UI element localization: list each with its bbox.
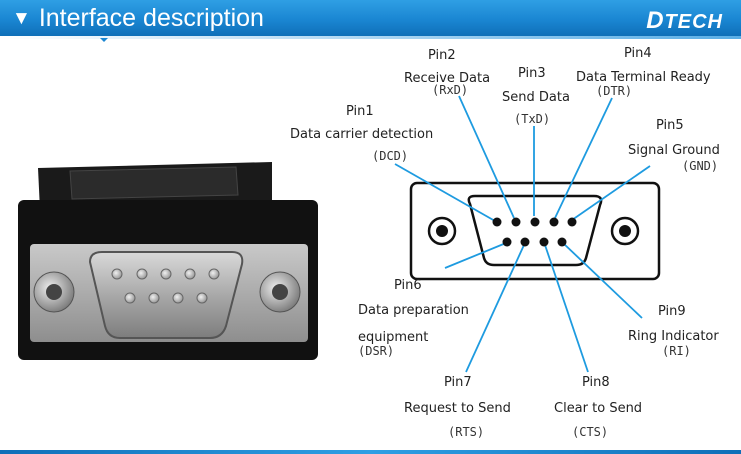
pin4-name: Data Terminal Ready: [576, 70, 711, 85]
bottom-divider: [0, 450, 741, 454]
pin2-number: Pin2: [428, 48, 456, 63]
pin8-number: Pin8: [582, 375, 610, 390]
pin7-number: Pin7: [444, 375, 472, 390]
pin3-abbr: (TxD): [514, 112, 551, 126]
pin5-name: Signal Ground: [628, 143, 720, 158]
pin6-abbr: (DSR): [358, 344, 395, 358]
pin1-abbr: (DCD): [372, 149, 409, 163]
pin4-number: Pin4: [624, 46, 652, 61]
db9-mount-hole-left: [427, 216, 457, 246]
page-title: ▼ Interface description: [12, 3, 264, 33]
leader-pin6: [444, 242, 507, 269]
pin8-abbr: (CTS): [572, 425, 609, 439]
triangle-down-icon: ▼: [12, 8, 31, 29]
adapter-photo: [18, 162, 318, 360]
pin-dot-7: [520, 237, 530, 247]
pin1-name: Data carrier detection: [290, 127, 434, 142]
pin2-name: Receive Data: [404, 71, 491, 86]
leader-pin7: [465, 244, 525, 373]
pin9-name: Ring Indicator: [628, 329, 719, 344]
pin9-abbr: (RI): [662, 344, 691, 358]
pin-dot-1: [492, 217, 502, 227]
pin3-name: Send Data: [502, 90, 570, 105]
pin-dot-6: [502, 237, 512, 247]
adapter-screw-left: [33, 271, 75, 313]
pin4-abbr: (DTR): [596, 84, 633, 98]
banner-notch: [100, 38, 108, 42]
brand-logo-initial: D: [646, 7, 665, 34]
adapter-label-strip: [69, 166, 239, 200]
db9-pin-dots: [492, 217, 577, 247]
pin6-number: Pin6: [394, 278, 422, 293]
pin-dot-3: [530, 217, 540, 227]
pin-dot-5: [567, 217, 577, 227]
db9-trapezoid-shell: [467, 194, 603, 267]
leader-pin2: [458, 95, 515, 219]
pin5-abbr: (GND): [682, 159, 719, 173]
pin6-name-line2: equipment: [358, 330, 429, 345]
pin2-abbr: (RxD): [432, 83, 469, 97]
pin1-number: Pin1: [346, 104, 374, 119]
leader-pin9: [562, 242, 643, 319]
pin3-number: Pin3: [518, 66, 546, 81]
leader-pin1: [394, 163, 496, 222]
banner-divider: [0, 36, 741, 39]
adapter-screw-right: [259, 271, 301, 313]
header-banner: ▼ Interface description DTECH: [0, 0, 741, 36]
pin6-name: Data preparation: [358, 303, 469, 318]
adapter-pins: [111, 268, 220, 304]
page-title-text: Interface description: [38, 4, 264, 32]
pin7-name: Request to Send: [404, 401, 511, 416]
leader-pin4: [554, 97, 613, 219]
pin-dot-9: [557, 237, 567, 247]
pin7-abbr: (RTS): [448, 425, 485, 439]
leader-pin8: [544, 244, 589, 373]
adapter-db9-shell: [88, 251, 244, 339]
pin-dot-4: [549, 217, 559, 227]
leader-lines: [394, 95, 651, 373]
pin5-number: Pin5: [656, 118, 684, 133]
pin-dot-8: [539, 237, 549, 247]
brand-logo: DTECH: [646, 7, 723, 35]
pin8-name: Clear to Send: [554, 401, 643, 416]
leader-pin5: [571, 165, 651, 221]
pin-dot-2: [511, 217, 521, 227]
brand-logo-rest: TECH: [664, 11, 723, 33]
db9-outline-drawing: [409, 181, 661, 281]
db9-mount-hole-right: [610, 216, 640, 246]
pin9-number: Pin9: [658, 304, 686, 319]
